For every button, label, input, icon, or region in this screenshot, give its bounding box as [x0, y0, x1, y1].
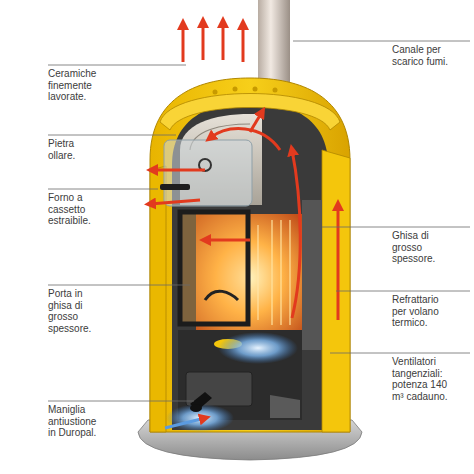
firebox-part [180, 212, 248, 324]
stove-body-part [150, 78, 350, 432]
lower-door-part [166, 404, 234, 432]
firebox-part [258, 225, 259, 320]
leader-lines-part [330, 353, 470, 354]
leader-lines [48, 41, 470, 401]
hot-air-arrows-part [182, 24, 185, 62]
lower-door-part [190, 404, 202, 412]
firebox-part [280, 220, 281, 325]
leader-lines-part [48, 135, 176, 136]
stove-body-part [213, 90, 218, 95]
hot-air-arrows-part [292, 150, 300, 318]
cool-air-arrows-part [165, 418, 205, 428]
leader-lines-part [336, 291, 470, 292]
stove-body-part [253, 87, 258, 92]
hot-air-arrows-part [222, 22, 225, 60]
hot-air-arrows-part [337, 205, 340, 320]
stove-body-part [233, 87, 238, 92]
hot-air-arrows-part [210, 129, 280, 150]
leader-lines-part [293, 41, 470, 42]
firebox-part [289, 220, 290, 325]
lower-door [166, 330, 302, 432]
stove-body-part [273, 88, 278, 93]
callout-label: Maniglia antiustione in Duropal. [48, 404, 106, 439]
callout-label: Porta in ghisa di grosso spessore. [48, 288, 100, 334]
callout-label: Ventilatori tangenziali: potenza 140 m³ … [392, 356, 456, 402]
hot-air-arrows-part [152, 169, 205, 172]
oven-part [164, 140, 252, 206]
cool-air-arrows [165, 418, 205, 428]
callout-label: Ceramiche finemente lavorate. [48, 68, 108, 103]
lower-door-part [270, 395, 300, 418]
leader-lines-part [48, 189, 158, 190]
leader-lines-part [48, 285, 190, 286]
hot-air-arrows-part [202, 22, 205, 60]
hot-air-arrows-part [205, 239, 250, 242]
hot-air-arrows-part [150, 200, 200, 204]
hot-air-arrows-part [242, 24, 245, 62]
callout-label: Refrattario per volano termico. [392, 294, 450, 329]
oven-part [160, 184, 190, 190]
lower-door-part [178, 330, 302, 420]
firebox-part [205, 291, 238, 300]
lower-door-part [218, 332, 298, 364]
callout-label: Pietra ollare. [48, 138, 90, 161]
stove-body-part [150, 166, 166, 432]
leader-lines-part [48, 65, 186, 66]
hot-air-arrows [150, 22, 338, 320]
callout-label: Forno a cassetto estraibile. [48, 192, 102, 227]
firebox-part [271, 220, 272, 325]
callout-label: Canale per scarico fumi. [392, 44, 458, 67]
leader-lines-part [322, 227, 470, 228]
leader-lines-part [48, 401, 194, 402]
firebox-part [302, 200, 322, 350]
callout-label: Ghisa di grosso spessore. [392, 230, 444, 265]
hot-air-arrows-part [250, 112, 262, 132]
